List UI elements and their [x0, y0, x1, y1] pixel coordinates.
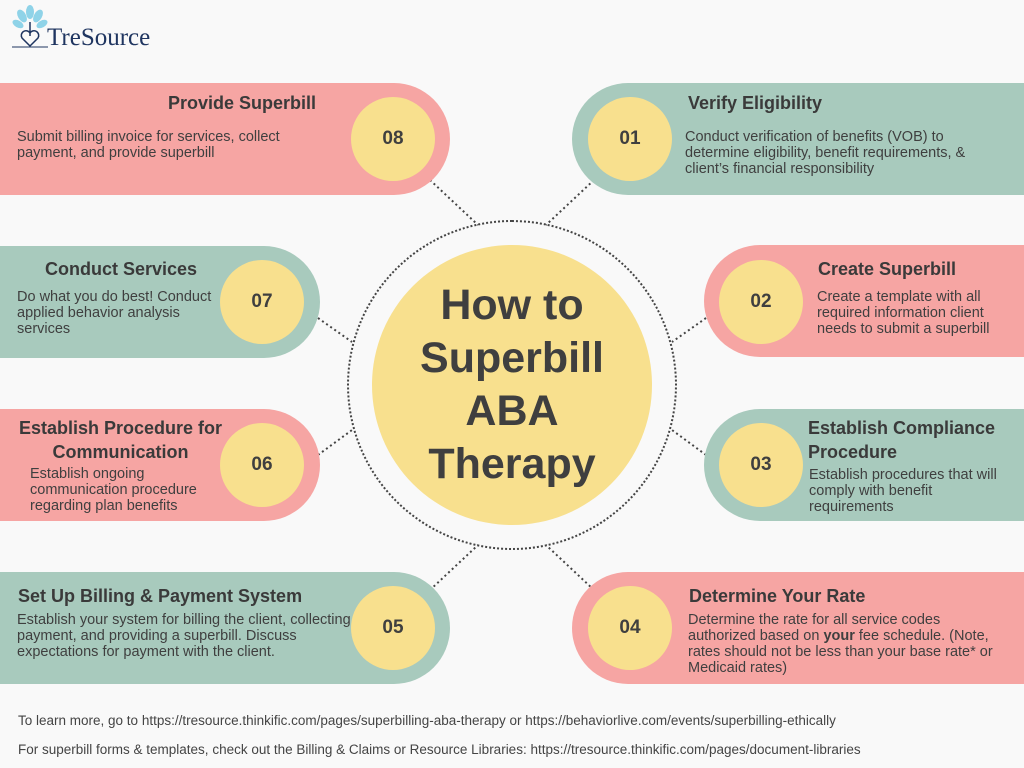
logo: TreSource	[10, 4, 160, 51]
center-title-line: Superbill	[420, 334, 604, 382]
step-title: Conduct Services	[45, 259, 198, 279]
footer-templates: For superbill forms & templates, check o…	[18, 742, 861, 757]
step-desc: Establish your system for billing the cl…	[17, 612, 351, 660]
step-title: Set Up Billing & Payment System	[18, 586, 303, 606]
step-title: Create Superbill	[818, 259, 957, 279]
center-title-line: ABA	[465, 387, 559, 435]
center-title: How to Superbill ABA Therapy	[372, 245, 652, 525]
step-number: 08	[351, 97, 435, 181]
step-desc: Establish procedures that will comply wi…	[809, 467, 997, 515]
connector-06	[317, 429, 353, 456]
connector-03	[671, 429, 707, 456]
tree-heart-icon	[12, 5, 48, 48]
step-title: Establish Compliance Procedure	[808, 418, 996, 462]
connector-02	[671, 317, 707, 343]
center-title-line: How to	[440, 281, 584, 329]
step-number: 01	[588, 97, 672, 181]
step-number: 05	[351, 586, 435, 670]
step-03-card: 03 Establish Compliance Procedure Establ…	[704, 409, 1024, 521]
dotted-ring	[347, 220, 677, 550]
step-title: Verify Eligibility	[688, 93, 823, 113]
step-04-card: 04 Determine Your Rate Determine the rat…	[572, 572, 1024, 684]
step-desc: Establish ongoing communication procedur…	[30, 466, 197, 514]
step-desc: Create a template with all required info…	[817, 289, 990, 337]
step-desc: Submit billing invoice for services, col…	[17, 129, 280, 161]
step-number: 02	[719, 260, 803, 344]
connector-07	[317, 317, 353, 343]
center-title-line: Therapy	[428, 440, 596, 488]
step-desc: Determine the rate for all service codes…	[688, 612, 1008, 676]
step-number: 07	[220, 260, 304, 344]
step-desc-part: Determine the rate for all service codes…	[688, 612, 941, 644]
step-title: Determine Your Rate	[689, 586, 866, 606]
step-desc-part: fee schedule. (Note, rates should not be…	[688, 628, 993, 676]
step-05-card: Set Up Billing & Payment System Establis…	[0, 572, 450, 684]
step-02-card: 02 Create Superbill Create a template wi…	[704, 245, 1024, 357]
connector-01	[545, 179, 595, 226]
step-07-card: Conduct Services Do what you do best! Co…	[0, 246, 320, 358]
step-01-card: 01 Verify Eligibility Conduct verificati…	[572, 83, 1024, 195]
step-title: Establish Procedure for Communication	[18, 418, 223, 462]
step-08-card: Provide Superbill Submit billing invoice…	[0, 83, 450, 195]
step-desc: Do what you do best! Conduct applied beh…	[17, 289, 212, 337]
step-06-card: Establish Procedure for Communication Es…	[0, 409, 320, 521]
connector-08	[429, 179, 479, 226]
logo-text: TreSource	[47, 24, 151, 51]
step-number: 03	[719, 423, 803, 507]
footer-learn-more: To learn more, go to https://tresource.t…	[18, 713, 836, 728]
step-desc-emphasis: your	[823, 628, 855, 644]
step-title: Provide Superbill	[168, 93, 317, 113]
step-number: 06	[220, 423, 304, 507]
step-number: 04	[588, 586, 672, 670]
connector-05	[429, 544, 479, 591]
connector-04	[545, 544, 595, 591]
step-desc: Conduct verification of benefits (VOB) t…	[685, 129, 966, 177]
